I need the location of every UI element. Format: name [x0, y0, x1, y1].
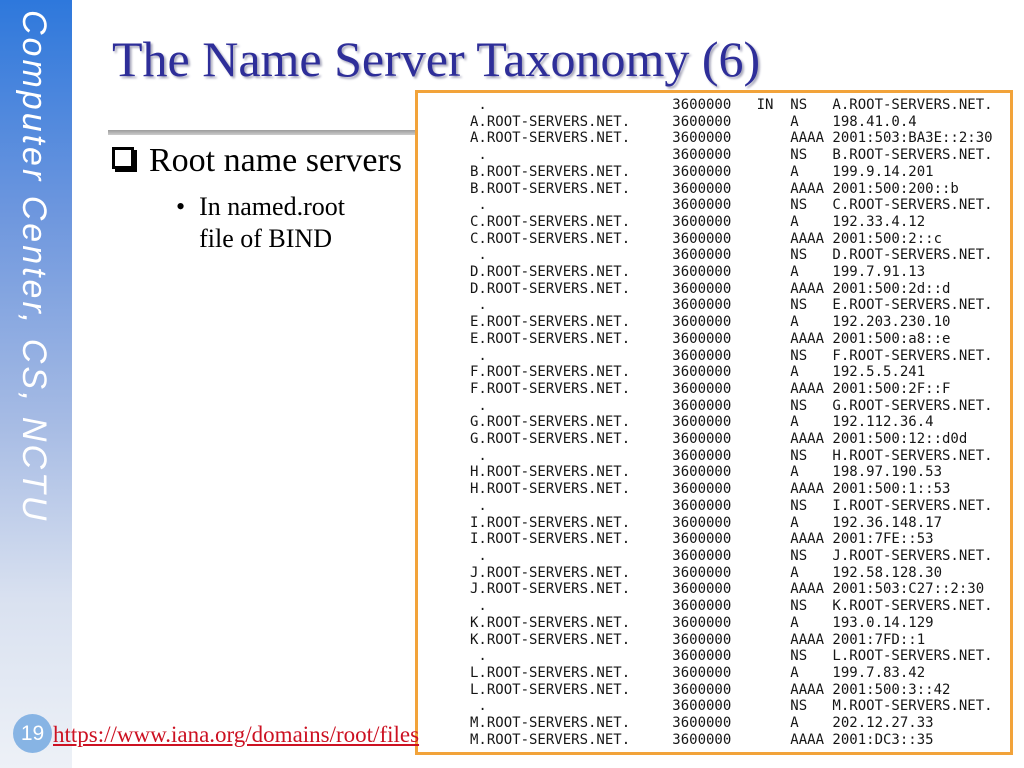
page-number-badge: 19 [13, 714, 52, 753]
bullet-sub-line-2: file of BIND [199, 224, 332, 253]
named-root-box: . 3600000 IN NS A.ROOT-SERVERS.NET. A.RO… [415, 90, 1013, 755]
bullet-sub-line-1: In named.root [199, 192, 345, 221]
page-title: The Name Server Taxonomy (6) [112, 31, 761, 87]
bullet-root-name-servers: Root name servers [112, 142, 402, 180]
sidebar-band: Computer Center, CS, NCTU [0, 0, 72, 768]
bullet-sub-label: In named.root file of BIND [199, 191, 345, 255]
bullet-main-label: Root name servers [149, 142, 403, 179]
title-divider [108, 130, 420, 135]
dot-bullet-icon: • [176, 192, 186, 221]
square-bullet-icon [112, 147, 134, 169]
iana-root-files-link[interactable]: https://www.iana.org/domains/root/files [53, 722, 420, 747]
sidebar-watermark-label: Computer Center, CS, NCTU [15, 10, 53, 524]
bullet-named-root: • In named.root file of BIND [176, 191, 345, 255]
named-root-records: . 3600000 IN NS A.ROOT-SERVERS.NET. A.RO… [470, 97, 993, 748]
